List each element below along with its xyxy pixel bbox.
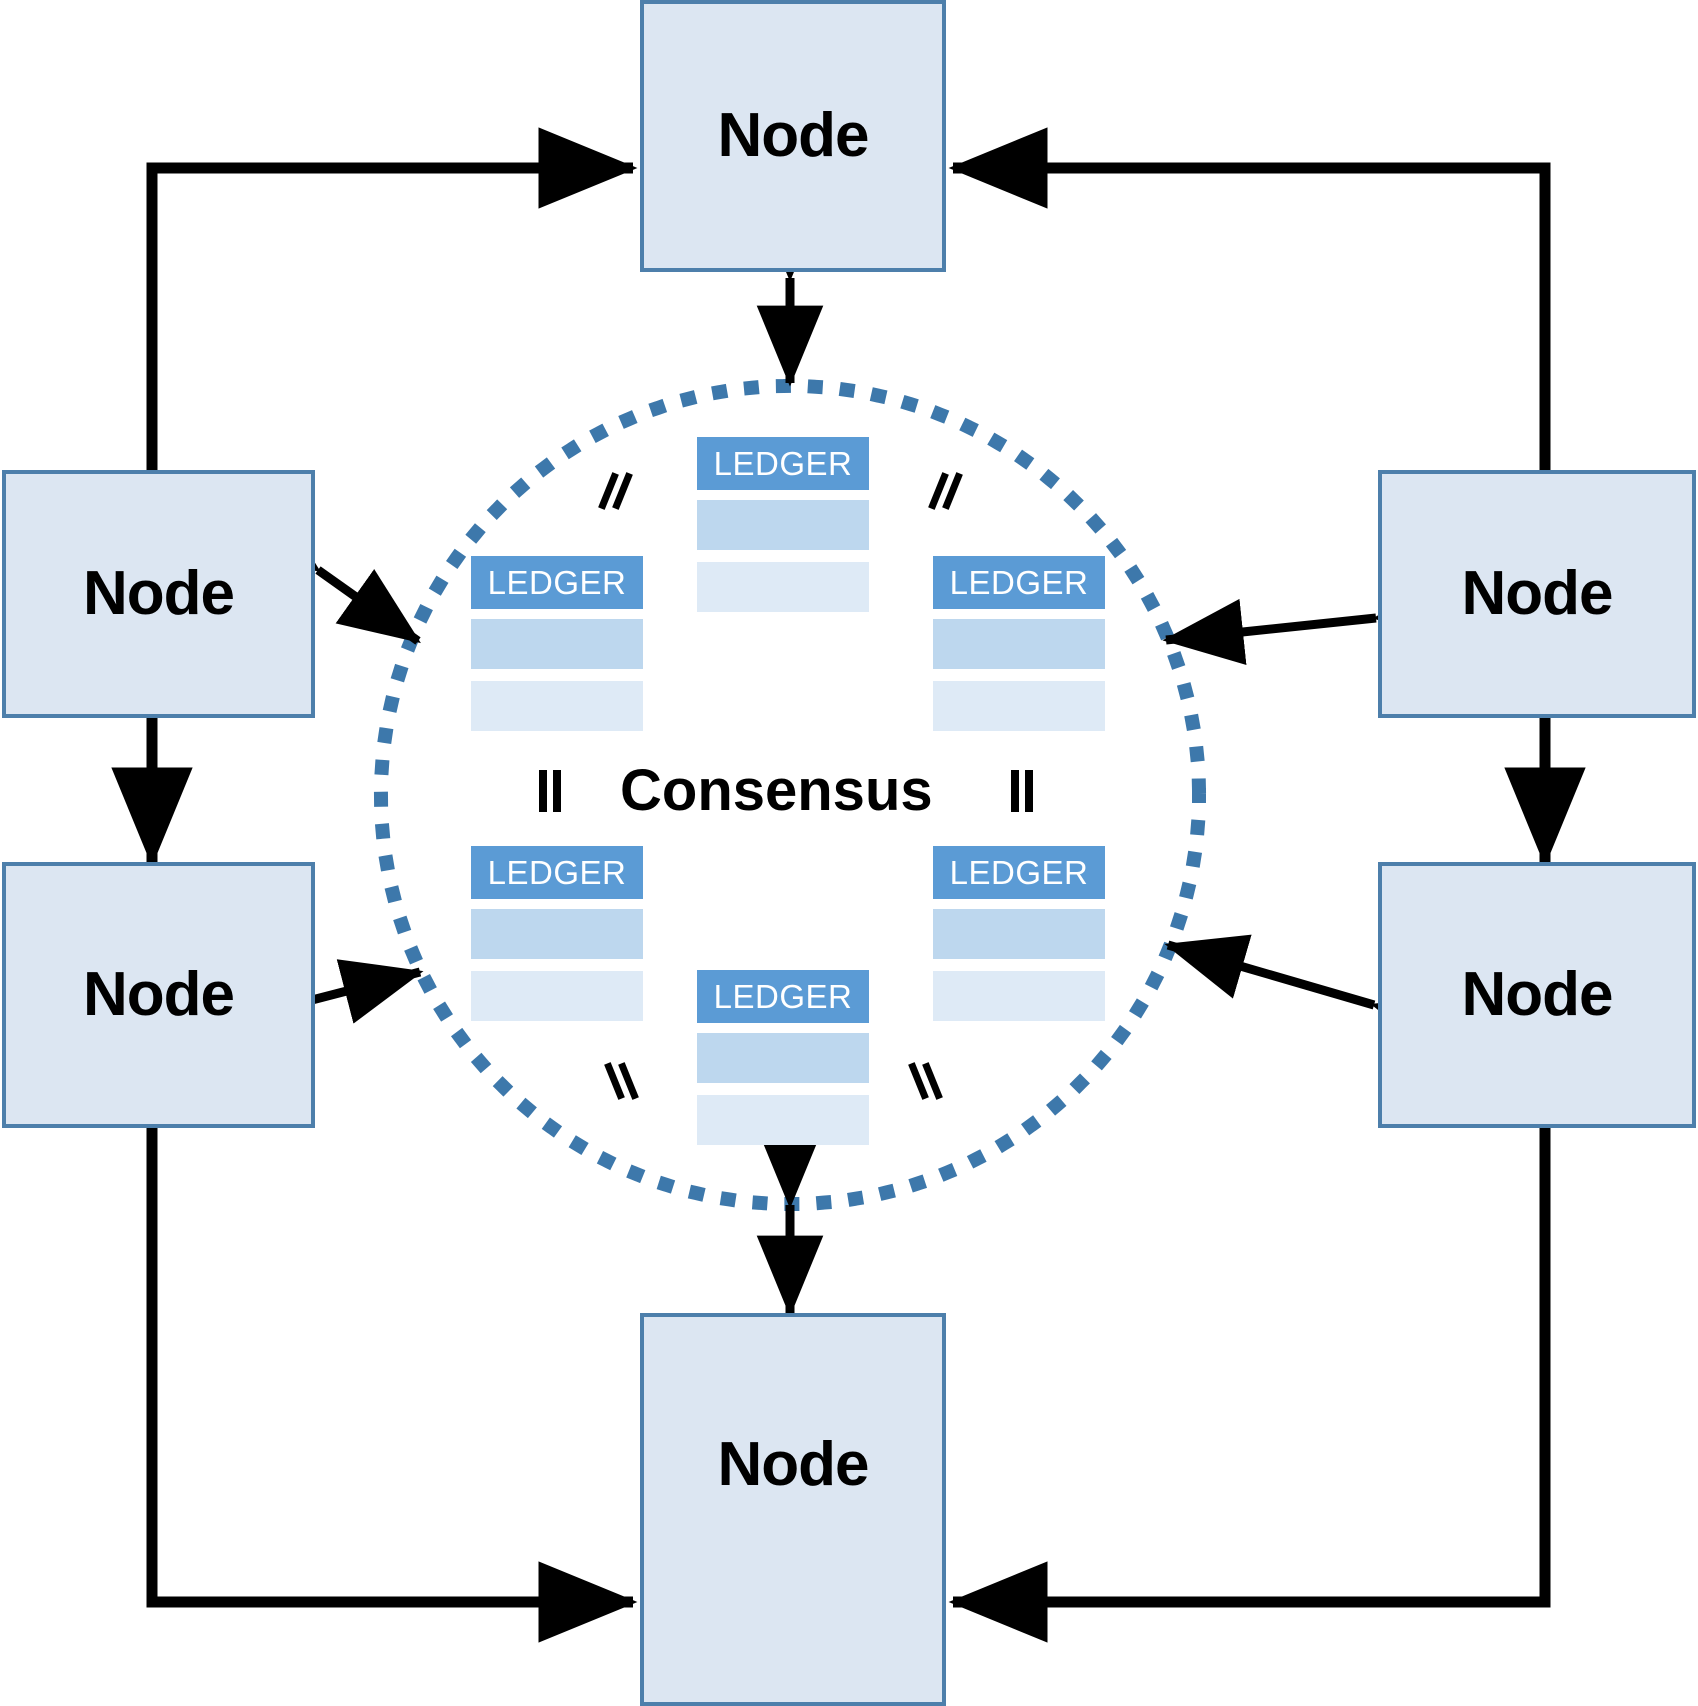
ledger-row-secondary (697, 1095, 869, 1145)
ledger-row-secondary (697, 562, 869, 612)
connector-right-lower-node-to-consensus (1164, 934, 1458, 1059)
ledger-row-primary (697, 1033, 869, 1083)
ledger-row-primary (933, 909, 1105, 959)
ledger-stack-left-upper[interactable]: LEDGER (471, 556, 643, 731)
node-label-right-upper: Node (1461, 559, 1614, 628)
node-label-bottom: Node (717, 1429, 870, 1499)
connector-left-upper-node-to-consensus (235, 498, 421, 645)
node-box-top[interactable]: Node (640, 0, 946, 272)
ledger-header-left-upper: LEDGER (471, 556, 643, 609)
ledger-row-primary (471, 619, 643, 669)
equals-mark-mid-left (535, 770, 569, 812)
connector-left-lower-to-bottom-node (111, 1033, 638, 1643)
ledger-stack-right-lower[interactable]: LEDGER (933, 846, 1105, 1021)
ledger-stack-bottom[interactable]: LEDGER (697, 970, 869, 1145)
ledger-row-secondary (471, 681, 643, 731)
node-box-left-upper[interactable]: Node (2, 470, 315, 718)
node-box-right-lower[interactable]: Node (1378, 862, 1696, 1128)
ledger-header-bottom: LEDGER (697, 970, 869, 1023)
equals-mark-bottom-right (908, 1062, 945, 1100)
connector-left-lower-node-to-consensus (228, 959, 424, 1052)
node-label-top: Node (717, 101, 870, 170)
ledger-stack-right-upper[interactable]: LEDGER (933, 556, 1105, 731)
equals-stroke (1011, 770, 1019, 812)
connector-right-upper-node-to-consensus (1162, 576, 1457, 666)
equals-stroke (553, 770, 561, 812)
equals-mark-top-right (928, 472, 965, 510)
ledger-row-secondary (933, 971, 1105, 1021)
ledger-header-right-upper: LEDGER (933, 556, 1105, 609)
ledger-header-top: LEDGER (697, 437, 869, 490)
equals-stroke (1025, 770, 1033, 812)
ledger-stack-left-lower[interactable]: LEDGER (471, 846, 643, 1021)
connector-right-lower-to-bottom-node (948, 1033, 1586, 1643)
node-box-bottom[interactable]: Node (640, 1313, 946, 1706)
equals-mark-bottom-left (604, 1062, 641, 1100)
node-box-right-upper[interactable]: Node (1378, 470, 1696, 718)
connector-left-upper-to-top-node (111, 127, 638, 565)
connector-right-upper-to-top-node (948, 127, 1586, 565)
equals-mark-mid-right (1007, 770, 1041, 812)
ledger-row-primary (697, 500, 869, 550)
ledger-header-right-lower: LEDGER (933, 846, 1105, 899)
ledger-stack-top[interactable]: LEDGER (697, 437, 869, 612)
node-label-left-upper: Node (83, 559, 235, 628)
equals-mark-top-left (598, 472, 635, 510)
consensus-label: Consensus (620, 758, 933, 823)
ledger-row-secondary (471, 971, 643, 1021)
node-label-right-lower: Node (1461, 960, 1614, 1029)
ledger-header-left-lower: LEDGER (471, 846, 643, 899)
node-label-left-lower: Node (83, 960, 235, 1029)
ledger-row-secondary (933, 681, 1105, 731)
node-box-left-lower[interactable]: Node (2, 862, 315, 1128)
ledger-row-primary (471, 909, 643, 959)
ledger-row-primary (933, 619, 1105, 669)
equals-stroke (539, 770, 547, 812)
